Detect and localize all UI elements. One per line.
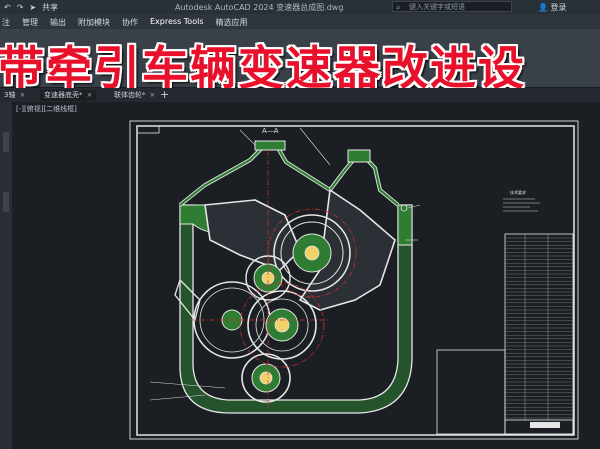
gear-lower <box>241 353 291 403</box>
close-icon[interactable]: × <box>149 91 156 99</box>
share-button[interactable]: 共享 <box>42 3 59 12</box>
doc-tab-label: 3轴 <box>4 91 16 99</box>
parts-list-table <box>504 233 574 435</box>
ribbon-tab[interactable]: 输出 <box>50 18 66 27</box>
ribbon-tab-express-tools[interactable]: Express Tools <box>150 17 204 26</box>
title-block-name-cell <box>530 422 560 428</box>
drawing-number-box <box>136 125 160 134</box>
document-tab-bar: 3轴× 变速器底壳*× 联体齿轮*× + <box>0 88 600 102</box>
user-icon: 👤 <box>538 3 548 12</box>
new-tab-plus-icon[interactable]: + <box>160 88 170 101</box>
doc-tab[interactable]: 联体齿轮*× <box>110 90 159 101</box>
top-bearing-cap <box>254 140 286 151</box>
search-box[interactable]: ⌕ 键入关键字或短语 <box>392 1 512 12</box>
search-icon: ⌕ <box>396 3 401 12</box>
ribbon-tab-bar: 注 管理 输出 附加模块 协作 Express Tools 精选应用 <box>0 14 600 29</box>
doc-tab-active[interactable]: 变速器底壳*× <box>40 90 97 101</box>
leader-lines <box>149 127 421 401</box>
login-label: 登录 <box>550 3 567 12</box>
gear-center <box>247 290 317 360</box>
doc-tab[interactable]: 3轴× <box>0 90 29 101</box>
login-button[interactable]: 👤 登录 <box>538 2 567 13</box>
ribbon-tab[interactable]: 管理 <box>22 18 38 27</box>
share-icon[interactable]: ➤ <box>29 3 37 12</box>
undo-icon[interactable]: ↶ <box>4 3 11 12</box>
ribbon-tab[interactable]: 精选应用 <box>215 18 248 27</box>
doc-tab-label: 联体齿轮* <box>114 91 146 99</box>
quick-access-toolbar: ↶ ↷ ➤ 共享 <box>4 2 58 13</box>
section-label: A—A <box>262 127 279 135</box>
technical-notes-lines <box>503 198 540 212</box>
housing-right-lug <box>397 204 413 246</box>
ribbon-tab[interactable]: 协作 <box>122 18 138 27</box>
ribbon-tab[interactable]: 附加模块 <box>78 18 110 27</box>
ribbon-tab[interactable]: 注 <box>2 18 10 27</box>
revision-block <box>436 349 506 435</box>
sheet-inner-border <box>136 125 575 436</box>
window-title: Autodesk AutoCAD 2024 变速器总成图.dwg <box>175 3 344 12</box>
search-placeholder: 键入关键字或短语 <box>409 3 465 11</box>
sheet-outer-border <box>129 120 579 440</box>
redo-icon[interactable]: ↷ <box>16 3 24 12</box>
drawing-canvas[interactable] <box>12 102 600 449</box>
technical-notes-title: 技术要求 <box>510 189 526 195</box>
internal-arm-right <box>298 188 396 311</box>
title-bar: ↶ ↷ ➤ 共享 Autodesk AutoCAD 2024 变速器总成图.dw… <box>0 0 600 14</box>
doc-tab-label: 变速器底壳* <box>44 91 83 99</box>
internal-arm-left <box>204 199 301 271</box>
right-bearing-cap <box>347 149 371 163</box>
fastener-marker <box>400 204 408 212</box>
close-icon[interactable]: × <box>86 91 93 99</box>
shift-lever <box>174 278 201 322</box>
gear-large-upper <box>273 214 351 292</box>
banner-title: 带牵引车辆变速器改进设 <box>0 41 526 95</box>
close-icon[interactable]: × <box>19 91 26 99</box>
ribbon-tabs: 注 管理 输出 附加模块 协作 Express Tools 精选应用 <box>2 17 248 28</box>
left-palette-strip <box>0 102 12 449</box>
center-lines <box>190 150 357 410</box>
viewport-label[interactable]: [-][俯视][二维线框] <box>16 105 77 113</box>
overlay-banner: 带牵引车辆变速器改进设 <box>0 30 600 95</box>
ribbon-panel <box>0 29 600 87</box>
palette-grip[interactable] <box>3 132 9 152</box>
palette-grip[interactable] <box>3 192 9 212</box>
top-frame-hatch <box>179 146 399 206</box>
